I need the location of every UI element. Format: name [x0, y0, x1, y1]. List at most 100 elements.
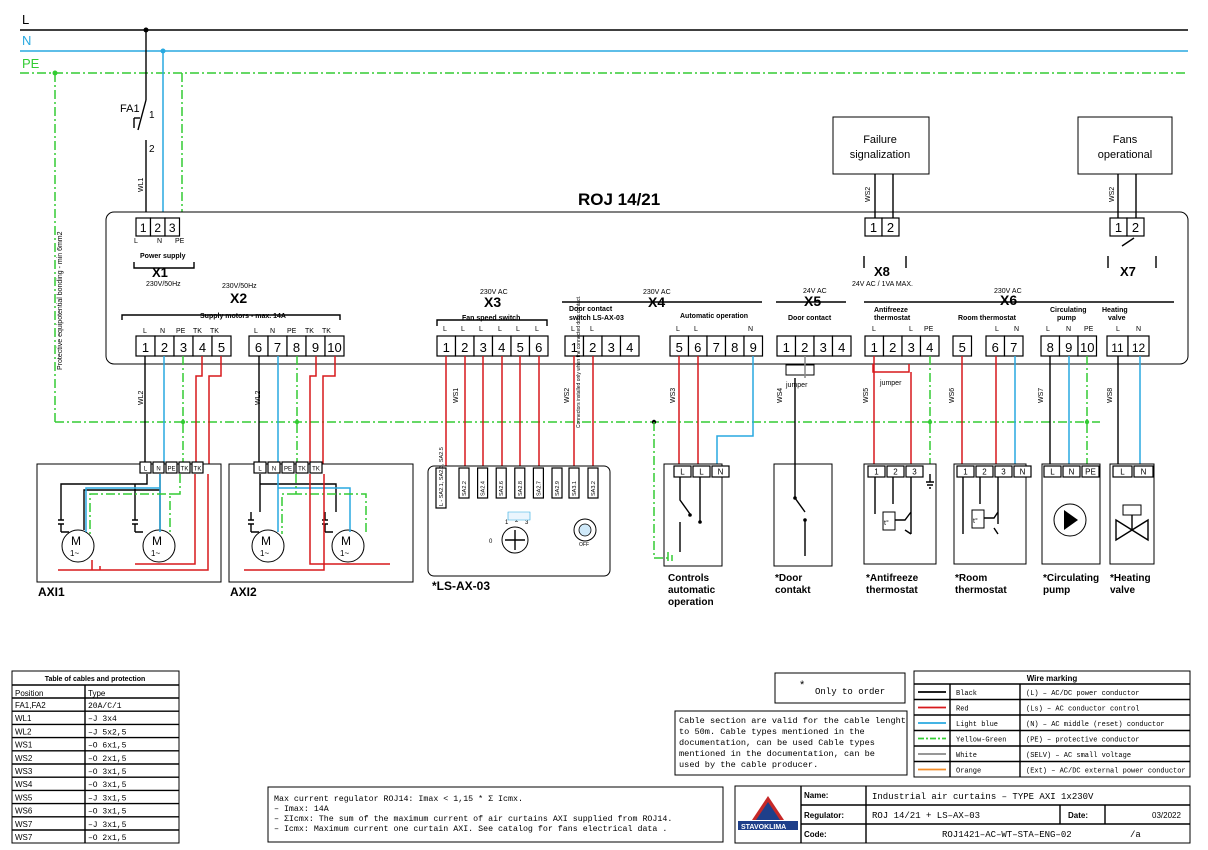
auto-term-1: L: [692, 465, 711, 478]
cable-wl1-label: WL1: [138, 178, 145, 193]
x4b-terminal-7: 7: [706, 335, 727, 357]
cable-row-pos-9: WS7: [15, 820, 33, 829]
svg-text:9: 9: [750, 340, 757, 355]
svg-text:12: 12: [1132, 341, 1146, 355]
x4a-lbl-0: L: [571, 326, 575, 333]
x6-jumper-label: jumper: [879, 380, 902, 387]
svg-text:Name:: Name:: [804, 791, 828, 800]
svg-text:WS2: WS2: [865, 187, 872, 202]
x3-lbl-5: L: [535, 326, 539, 333]
svg-text:8: 8: [293, 340, 300, 355]
svg-text:thermostat: thermostat: [866, 585, 918, 596]
svg-text:1: 1: [140, 221, 147, 235]
svg-text:3: 3: [180, 340, 187, 355]
x2-header: 230V/50Hz X2 Supply motors - max. 14A: [121, 283, 341, 320]
wire-name-5: Orange: [956, 768, 981, 776]
wire-name-2: Light blue: [956, 721, 998, 729]
svg-text:N: N: [1069, 468, 1075, 477]
x6c-lbl-0: L: [1046, 326, 1050, 333]
svg-text:used by the cable producer.: used by the cable producer.: [679, 760, 818, 770]
svg-text:WS6: WS6: [949, 388, 956, 403]
ls-term-6: SA2.9: [551, 467, 563, 499]
svg-text:PE: PE: [167, 467, 175, 473]
x6d-terminal-11: 11: [1106, 335, 1129, 357]
svg-text:2: 2: [887, 220, 894, 235]
svg-text:WS5: WS5: [863, 388, 870, 403]
x6a-lbl-2: PE: [924, 326, 934, 333]
x6a-lbl-1: L: [909, 326, 913, 333]
x3-lbl-3: L: [498, 326, 502, 333]
axi2-term-3: TK: [295, 461, 309, 474]
x2-lbl-5: L: [254, 328, 258, 335]
svg-text:L - SA2.1, SA2.3, SA2.5: L - SA2.1, SA2.3, SA2.5: [439, 447, 445, 506]
axi1-term-0: L: [139, 461, 152, 474]
x4b-lbl-2: N: [748, 326, 753, 333]
svg-text:TK: TK: [312, 467, 320, 473]
svg-text:WS1: WS1: [453, 388, 460, 403]
room-term-2: 3: [994, 465, 1013, 478]
x2-lbl-0: L: [143, 328, 147, 335]
x3-terminal-4: 4: [491, 335, 512, 357]
x6c-lbl-1: N: [1066, 326, 1071, 333]
svg-text:thermostat: thermostat: [874, 315, 911, 322]
axi1-term-1: N: [152, 461, 165, 474]
svg-text:2: 2: [161, 340, 168, 355]
stavoklima-logo-icon: STAVOKLIMA: [738, 796, 798, 831]
cable-row-pos-8: WS6: [15, 807, 33, 816]
bonding-label: Protective equipotential bonding - min 6…: [57, 231, 64, 370]
svg-text:SA2.8: SA2.8: [518, 481, 524, 496]
svg-text:WS7: WS7: [1038, 388, 1045, 403]
svg-text:230V AC: 230V AC: [643, 289, 671, 296]
svg-text:4: 4: [498, 340, 505, 355]
x6b2-terminal-7: 7: [1003, 335, 1024, 357]
svg-text:1: 1: [783, 340, 790, 355]
svg-text:8: 8: [1047, 340, 1054, 355]
axi2-unit: M 1~ M 1~ AXI2: [228, 463, 414, 599]
svg-text:*LS-AX-03: *LS-AX-03: [432, 579, 490, 593]
x7-id: X7: [1120, 264, 1136, 279]
svg-text:Wire marking: Wire marking: [1027, 674, 1078, 683]
svg-text:5: 5: [517, 340, 524, 355]
svg-text:10: 10: [1080, 340, 1094, 355]
svg-text:WL2: WL2: [138, 391, 145, 406]
svg-text:WS2: WS2: [1109, 187, 1116, 202]
svg-text:SA2.6: SA2.6: [499, 481, 505, 496]
ls-term-3: SA2.6: [495, 467, 507, 499]
x3-terminal-1: 1: [436, 335, 457, 357]
svg-text:Fans: Fans: [1113, 134, 1138, 146]
svg-text:thermostat: thermostat: [955, 585, 1007, 596]
ls-door-term-1: SA3.2: [587, 467, 599, 499]
x2b-terminal-9: 9: [305, 335, 326, 357]
ls-term-4: SA2.8: [514, 467, 526, 499]
svg-text:2: 2: [154, 221, 161, 235]
x6-header: 230V AC X6 Antifreeze thermostat Room th…: [864, 288, 1174, 322]
roj-controller-box: [105, 211, 1189, 365]
svg-text:6: 6: [992, 340, 999, 355]
svg-text:*Door: *Door: [775, 573, 802, 584]
x6b-lbl-1: N: [1014, 326, 1019, 333]
x2-lbl-1: N: [160, 328, 165, 335]
x4a-terminal-2: 2: [582, 335, 603, 357]
ls-door-term-0: SA3.1: [568, 467, 580, 499]
x6b2-terminal-6: 6: [985, 335, 1006, 357]
svg-text:M: M: [261, 534, 271, 548]
x3-lbl-0: L: [443, 326, 447, 333]
svg-text:1~: 1~: [151, 549, 160, 558]
x7-terminal-2: 2: [1126, 217, 1145, 237]
svg-text:ROJ 14/21 + LS–AX–03: ROJ 14/21 + LS–AX–03: [872, 811, 980, 821]
svg-text:Cable section are valid for th: Cable section are valid for the cable le…: [679, 716, 906, 726]
svg-text:WS4: WS4: [777, 388, 784, 403]
auto-term-2: N: [711, 465, 730, 478]
fa1-contact-1: 1: [149, 110, 155, 121]
svg-text:3: 3: [908, 340, 915, 355]
cable-row-type-5: –O 3x1,5: [88, 768, 127, 777]
cable-row-type-4: –O 2x1,5: [88, 755, 127, 764]
svg-text:230V AC: 230V AC: [994, 288, 1022, 295]
svg-text:4: 4: [926, 340, 933, 355]
svg-text:3: 3: [820, 340, 827, 355]
x2-lbl-3: TK: [193, 328, 202, 335]
x1-label-pe: PE: [175, 238, 185, 245]
cable-row-pos-2: WL2: [15, 727, 32, 736]
svg-text:3: 3: [1001, 468, 1006, 477]
svg-text:– Icmx: Maximum current on: – Icmx: Maximum current one curtain AXI.…: [274, 824, 667, 834]
